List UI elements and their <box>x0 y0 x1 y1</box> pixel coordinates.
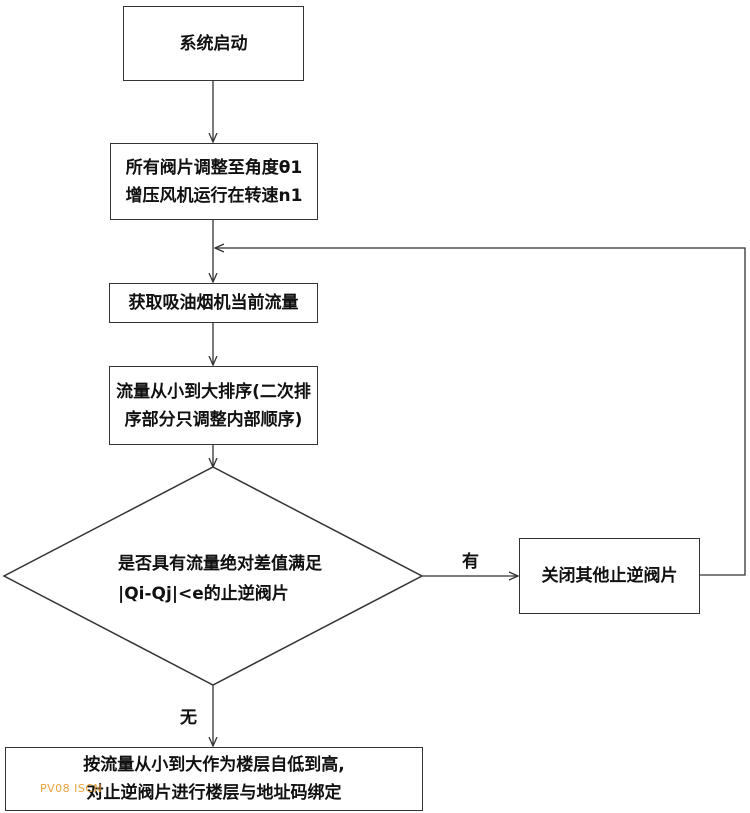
node-sort-line2: 序部分只调整内部顺序) <box>124 409 303 430</box>
decision-line2: |Qi-Qj|<e的止逆阀片 <box>118 584 289 604</box>
node-final: 按流量从小到大作为楼层自低到高, 对止逆阀片进行楼层与地址码绑定 <box>5 747 423 811</box>
node-init: 所有阀片调整至角度θ1 增压风机运行在转速n1 <box>110 143 318 220</box>
node-sort: 流量从小到大排序(二次排 序部分只调整内部顺序) <box>109 366 318 445</box>
watermark: PV08 ISCN <box>40 782 103 795</box>
node-get-flow-label: 获取吸油烟机当前流量 <box>128 293 299 313</box>
node-init-line1: 所有阀片调整至角度θ1 <box>125 157 303 178</box>
node-init-line2: 增压风机运行在转速n1 <box>125 185 303 206</box>
node-sort-line1: 流量从小到大排序(二次排 <box>116 381 311 402</box>
node-final-line1: 按流量从小到大作为楼层自低到高, <box>83 755 345 775</box>
yes-label: 有 <box>462 552 479 572</box>
no-label: 无 <box>180 708 197 728</box>
arrow-loop-back <box>215 248 746 576</box>
node-start-label: 系统启动 <box>179 33 248 54</box>
decision-text: 是否具有流量绝对差值满足 |Qi-Qj|<e的止逆阀片 <box>118 549 322 609</box>
decision-line1: 是否具有流量绝对差值满足 <box>118 554 322 574</box>
node-start: 系统启动 <box>123 6 304 81</box>
node-close-others-label: 关闭其他止逆阀片 <box>541 566 678 586</box>
node-final-line2: 对止逆阀片进行楼层与地址码绑定 <box>86 783 342 803</box>
node-close-others: 关闭其他止逆阀片 <box>519 538 700 614</box>
node-get-flow: 获取吸油烟机当前流量 <box>109 283 318 323</box>
